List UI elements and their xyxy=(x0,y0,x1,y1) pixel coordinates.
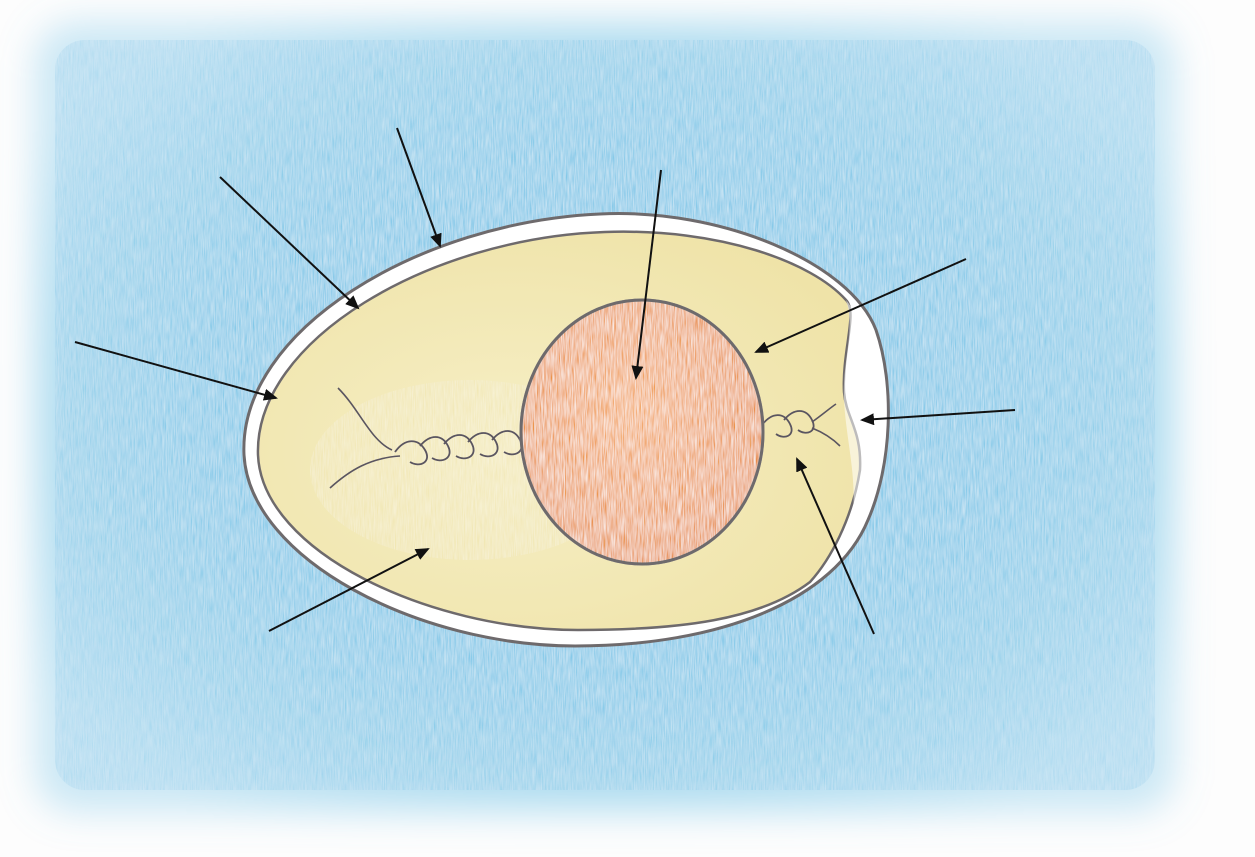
egg xyxy=(242,212,890,648)
pointer-arrows xyxy=(74,127,1016,635)
arrow-6-air-cell xyxy=(860,409,1016,426)
arrow-4-yolk xyxy=(631,169,662,380)
vitelline-membrane xyxy=(519,298,765,566)
chalaza-left xyxy=(329,387,523,489)
arrow-8-albumen xyxy=(268,548,430,632)
arrow-7-chalaza xyxy=(796,457,875,635)
arrow-5-vitelline-membrane xyxy=(754,258,967,353)
chalaza-right xyxy=(761,403,841,447)
arrow-3-shell-edge xyxy=(74,341,278,401)
arrow-2-inner-membrane xyxy=(219,176,360,310)
arrow-1-outer-shell xyxy=(396,127,442,248)
air-cell xyxy=(843,300,877,520)
